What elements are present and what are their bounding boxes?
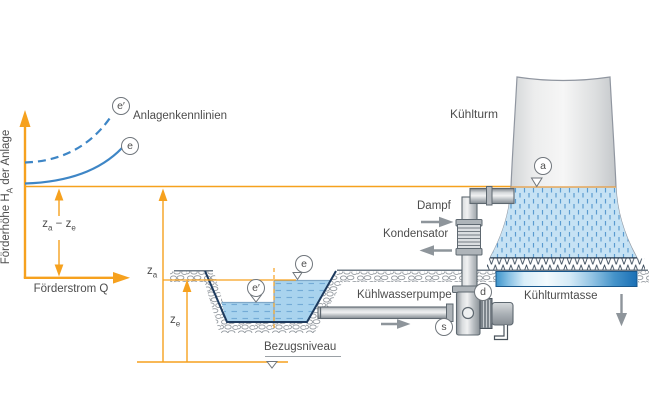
tower-base <box>337 258 648 287</box>
marker-e-basin: e <box>295 255 313 273</box>
z-e-label: ze <box>170 314 181 329</box>
kondensator-arrow-icon <box>419 245 434 256</box>
y-axis-label: Förderhöhe HA der Anlage <box>0 129 15 265</box>
marker-e-prime-basin: e′ <box>247 279 265 297</box>
tasse-outflow-arrow-icon <box>615 313 628 327</box>
level-a-triangle-icon <box>530 177 543 188</box>
dimension-lines <box>137 188 341 369</box>
flow-arrows <box>381 216 628 329</box>
kuehlturmtasse-label: Kühlturmtasse <box>524 290 598 302</box>
dampf-arrow-icon <box>439 216 454 228</box>
marker-e-chart: e <box>121 137 139 155</box>
motor-bracket <box>493 325 509 341</box>
pump-motor <box>491 301 514 326</box>
chart-axes <box>19 110 130 284</box>
curves-label: Anlagenkennlinien <box>133 110 227 122</box>
marker-a-tower: a <box>534 157 552 175</box>
marker-s-suction: s <box>435 318 453 336</box>
basin <box>204 268 337 330</box>
x-axis-label: Förderstrom Q <box>33 283 109 295</box>
ground-gravel <box>170 270 649 333</box>
kuehlturmtasse-basin <box>495 271 638 287</box>
static-head-label: za − ze <box>42 218 76 233</box>
marker-e-prime-chart: e′ <box>112 97 130 115</box>
z-a-label: za <box>147 265 158 280</box>
static-head-dimension <box>54 188 64 277</box>
dampf-label: Dampf <box>417 200 451 212</box>
bezugsniveau-label: Bezugsniveau <box>264 341 337 353</box>
dashed-curve-e-prime <box>24 114 113 164</box>
system-curves <box>24 114 123 185</box>
suction-pipe <box>317 306 450 320</box>
falling-water-texture <box>490 187 637 258</box>
kuehlturm-label: Kühlturm <box>450 107 499 121</box>
pump <box>446 285 514 341</box>
piping <box>317 186 515 320</box>
marker-d-discharge: d <box>474 283 492 301</box>
pump-flow-arrow-icon <box>397 319 411 329</box>
kondensator-label: Kondensator <box>383 228 449 240</box>
kuehlwasserpumpe-label: Kühlwasserpumpe <box>357 289 452 301</box>
cooling-tower <box>488 76 639 259</box>
datum-triangle-icon <box>265 361 279 369</box>
level-e-triangle-icon <box>292 272 303 281</box>
water-level-triangles <box>249 177 543 303</box>
support-lattice <box>487 258 645 270</box>
